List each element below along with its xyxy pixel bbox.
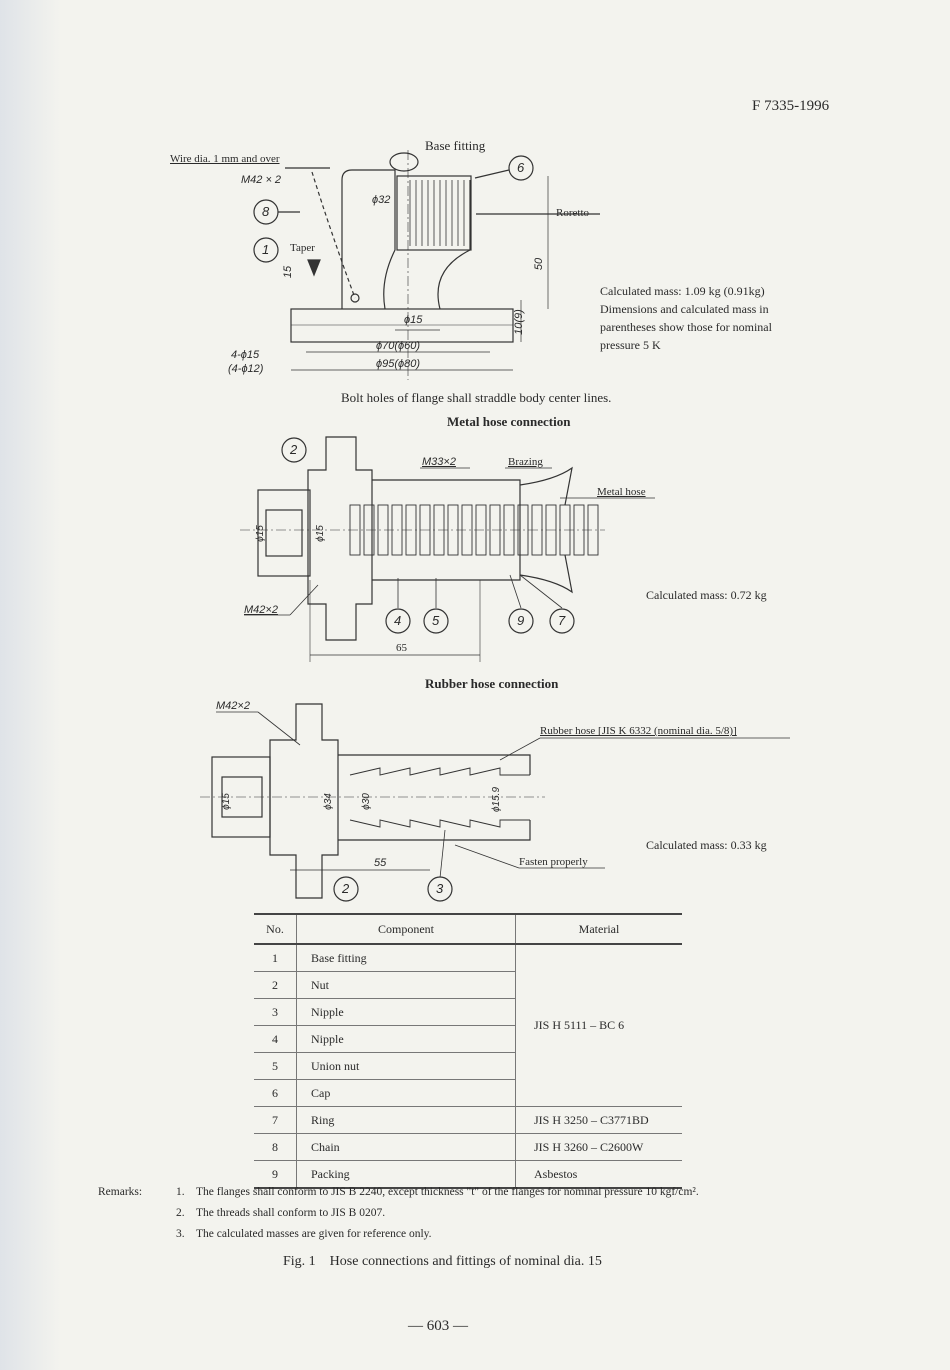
rubber-mass: Calculated mass: 0.33 kg [646, 838, 767, 852]
table-header-row: No. Component Material [254, 914, 682, 945]
remark-text: The flanges shall conform to JIS B 2240,… [196, 1186, 699, 1198]
row-no: 5 [254, 1052, 297, 1080]
parts-table: No. Component Material 1 Base fitting JI… [254, 913, 682, 1189]
row-component: Chain [296, 1133, 516, 1161]
row-component: Packing [296, 1160, 516, 1189]
standard-number: F 7335-1996 [752, 98, 830, 114]
table-row: 4 Nipple [254, 1025, 682, 1053]
remark-item: 1. The flanges shall conform to JIS B 224… [176, 1186, 699, 1198]
brazing-label: Brazing [508, 456, 543, 468]
dim-phi95: ϕ95(ϕ80) [376, 358, 421, 370]
row-component: Nut [296, 971, 516, 999]
row-no: 6 [254, 1079, 297, 1107]
mass-line: Dimensions and calculated mass in [600, 302, 769, 316]
metal-thread-top: M33×2 [422, 456, 456, 468]
roretto-label: Roretto [556, 207, 589, 219]
figure-caption: Fig. 1 Hose connections and fittings of … [283, 1254, 602, 1269]
page-number: — 603 — [408, 1318, 468, 1334]
table-row: 3 Nipple [254, 998, 682, 1026]
remark-text: The threads shall conform to JIS B 0207. [196, 1207, 386, 1219]
metal-thread-left: M42×2 [244, 604, 278, 616]
mass-line: parentheses show those for nominal [600, 320, 772, 334]
row-no: 7 [254, 1106, 297, 1134]
row-component: Ring [296, 1106, 516, 1134]
mass-line: Calculated mass: 1.09 kg (0.91kg) [600, 284, 765, 298]
row-material: JIS H 3260 – C2600W [515, 1133, 682, 1161]
header-material: Material [515, 914, 682, 945]
row-component: Union nut [296, 1052, 516, 1080]
dim-phi32: ϕ32 [372, 194, 391, 206]
row-no: 9 [254, 1160, 297, 1189]
remark-text: The calculated masses are given for refe… [196, 1228, 432, 1240]
rubber-dim-55: 55 [374, 857, 387, 869]
callout-5: 5 [432, 613, 440, 628]
table-row: 1 Base fitting JIS H 5111 – BC 6 [254, 944, 682, 1107]
row-material-merged: JIS H 5111 – BC 6 [515, 944, 682, 1107]
taper-label: Taper [290, 242, 315, 254]
row-no: 3 [254, 998, 297, 1026]
wire-note: Wire dia. 1 mm and over [170, 153, 280, 165]
row-component: Nipple [296, 998, 516, 1026]
callout-3: 3 [436, 881, 444, 896]
base-mass-note: Calculated mass: 1.09 kg (0.91kg) Dimens… [600, 282, 772, 354]
remark-item: 3. The calculated masses are given for re… [176, 1228, 432, 1240]
table-row: 5 Union nut [254, 1052, 682, 1080]
callout-8: 8 [262, 204, 270, 219]
row-no: 2 [254, 971, 297, 999]
callout-2-metal: 2 [290, 442, 298, 457]
base-fitting-title: Base fitting [425, 138, 486, 153]
row-material: Asbestos [515, 1160, 682, 1189]
fasten-label: Fasten properly [519, 856, 588, 868]
remark-item: 2. The threads shall conform to JIS B 020… [176, 1207, 385, 1219]
row-component: Base fitting [296, 944, 516, 972]
callout-4: 4 [394, 613, 402, 628]
bolt-note: Bolt holes of flange shall straddle body… [341, 390, 612, 405]
metal-hose-label: Metal hose [597, 486, 646, 498]
row-material: JIS H 3250 – C3771BD [515, 1106, 682, 1134]
callout-6: 6 [517, 160, 525, 175]
callout-1: 1 [262, 242, 270, 257]
row-component: Cap [296, 1079, 516, 1107]
metal-hose-title: Metal hose connection [447, 414, 571, 429]
metal-mass: Calculated mass: 0.72 kg [646, 588, 767, 602]
remark-number: 2. [176, 1207, 185, 1219]
holes-label: 4-ϕ15 [231, 349, 260, 361]
metal-dim-65: 65 [396, 642, 407, 654]
row-no: 4 [254, 1025, 297, 1053]
remark-number: 1. [176, 1186, 185, 1198]
row-no: 1 [254, 944, 297, 972]
holes-alt-label: (4-ϕ12) [228, 363, 264, 375]
dim-phi70: ϕ70(ϕ60) [376, 340, 421, 352]
header-no: No. [254, 914, 297, 945]
table-row: 6 Cap [254, 1079, 682, 1107]
header-component: Component [296, 914, 516, 945]
table-row: 8 Chain JIS H 3260 – C2600W [254, 1133, 682, 1161]
table-row: 7 Ring JIS H 3250 – C3771BD [254, 1106, 682, 1134]
remark-number: 3. [176, 1228, 185, 1240]
base-thread-label: M42 × 2 [241, 174, 282, 186]
mass-line: pressure 5 K [600, 338, 661, 352]
callout-7: 7 [558, 613, 566, 628]
row-component: Nipple [296, 1025, 516, 1053]
callout-2-rubber: 2 [342, 881, 350, 896]
remarks-label: Remarks: [98, 1186, 143, 1198]
table-row: 9 Packing Asbestos [254, 1160, 682, 1189]
table-row: 2 Nut [254, 971, 682, 999]
row-no: 8 [254, 1133, 297, 1161]
rubber-thread: M42×2 [216, 700, 250, 712]
dim-phi15-base: ϕ15 [404, 314, 423, 326]
page-shadow [0, 0, 60, 1370]
callout-9: 9 [517, 613, 525, 628]
rubber-hose-title: Rubber hose connection [425, 676, 559, 691]
rubber-hose-label: Rubber hose [JIS K 6332 (nominal dia. 5/… [540, 725, 737, 737]
